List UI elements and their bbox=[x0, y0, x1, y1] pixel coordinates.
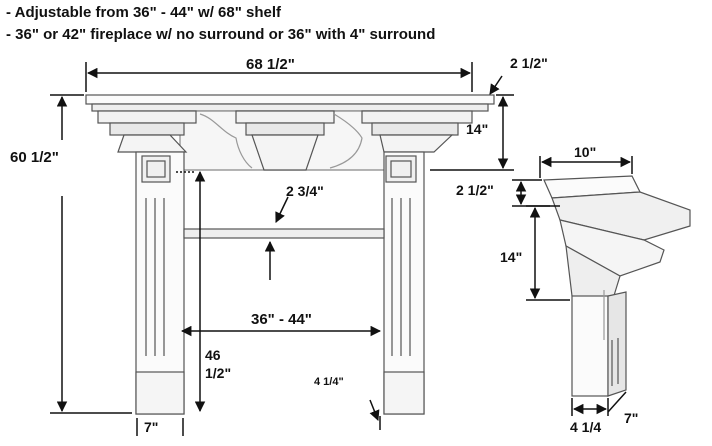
opening-height-label-1: 46 bbox=[205, 347, 221, 363]
shelf-thickness-label: 2 1/2" bbox=[510, 55, 548, 71]
right-scroll bbox=[329, 113, 363, 169]
center-capital-base bbox=[251, 134, 319, 171]
opening-width-label: 36" - 44" bbox=[251, 311, 312, 328]
shelf-width-label: 68 1/2" bbox=[246, 56, 295, 73]
left-capital-mid bbox=[109, 122, 185, 136]
overall-height-label: 60 1/2" bbox=[10, 149, 59, 166]
opening-height-label-2: 1/2" bbox=[205, 365, 231, 381]
center-capital-mid bbox=[245, 122, 325, 136]
frieze-height-label: 14" bbox=[466, 121, 488, 137]
side-thickness-label: 2 1/2" bbox=[456, 182, 494, 198]
right-capital-base bbox=[379, 134, 454, 153]
side-leg-width-leader bbox=[607, 391, 627, 413]
side-dimensions bbox=[512, 156, 633, 416]
cross-bar-label: 2 3/4" bbox=[286, 183, 324, 199]
front-mantel bbox=[85, 94, 495, 415]
left-capital-top bbox=[97, 110, 197, 124]
right-leg bbox=[383, 151, 425, 415]
left-capital-base bbox=[117, 134, 188, 153]
leg-depth-label: 4 1/4" bbox=[314, 376, 344, 388]
shelf-molding bbox=[91, 103, 489, 112]
left-leg-plinth bbox=[135, 371, 185, 415]
front-dimensions bbox=[50, 62, 514, 436]
left-leg-block bbox=[141, 155, 171, 183]
leg-depth-leader bbox=[369, 399, 380, 421]
crossbar-leader-top bbox=[275, 196, 289, 223]
left-leg bbox=[135, 151, 185, 415]
side-shelf-depth-label: 10" bbox=[574, 144, 596, 160]
left-scroll bbox=[199, 113, 253, 169]
left-leg-block-inset bbox=[146, 160, 166, 178]
center-capital-top bbox=[235, 110, 335, 124]
right-leg-plinth bbox=[383, 371, 425, 415]
leg-width-label: 7" bbox=[144, 419, 158, 435]
cross-bar bbox=[183, 228, 385, 239]
side-leg-depth-label: 4 1/4 bbox=[570, 419, 601, 435]
side-frieze-label: 14" bbox=[500, 249, 522, 265]
right-leg-block-inset bbox=[390, 160, 412, 178]
right-capital-mid bbox=[371, 122, 459, 136]
side-leg-face bbox=[607, 291, 627, 397]
side-mantel bbox=[543, 175, 691, 397]
side-leg-width-label: 7" bbox=[624, 410, 638, 426]
shelf-thickness-leader bbox=[489, 75, 503, 95]
side-leg bbox=[571, 295, 609, 397]
right-capital-top bbox=[361, 110, 473, 124]
note-fireplace: - 36" or 42" fireplace w/ no surround or… bbox=[6, 26, 436, 43]
mantel-shelf bbox=[85, 94, 495, 105]
note-adjustable: - Adjustable from 36" - 44" w/ 68" shelf bbox=[6, 4, 282, 21]
